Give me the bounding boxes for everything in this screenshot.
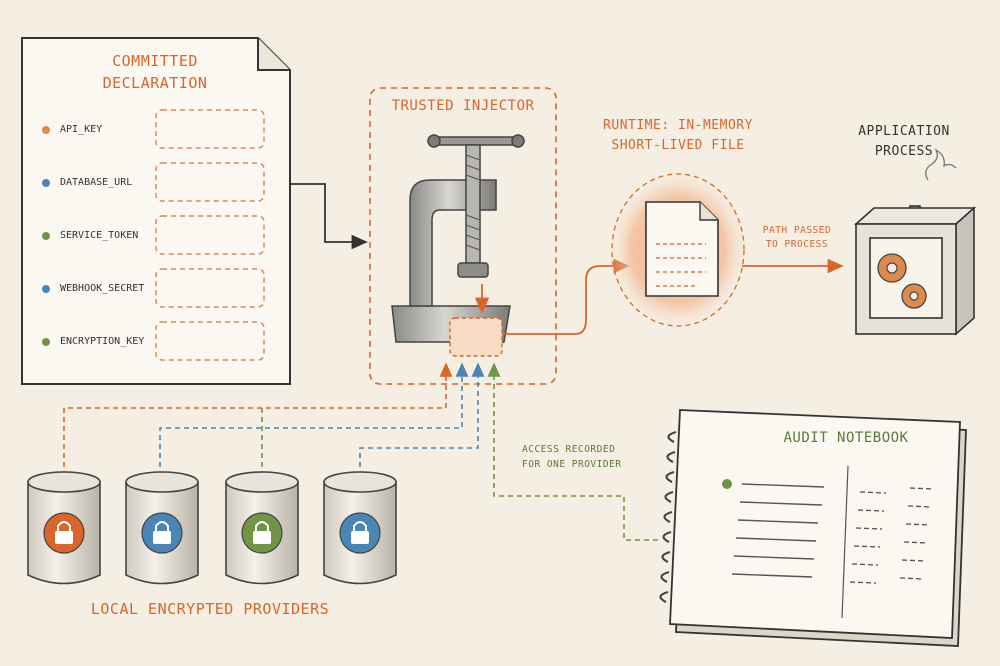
field-api-key: API_KEY (60, 124, 103, 135)
runtime-title-line1: RUNTIME: IN-MEMORY (603, 118, 753, 133)
lock-icon (339, 512, 381, 554)
edge-label-path-line2: TO PROCESS (765, 239, 829, 250)
edge-label-access-line2: FOR ONE PROVIDER (522, 459, 622, 470)
field-database-url: DATABASE_URL (60, 177, 133, 188)
declaration-title-line1: COMMITTED (112, 52, 198, 70)
injector-slot (449, 317, 503, 357)
edge-label-access-line1: ACCESS RECORDED (522, 444, 616, 455)
declaration-title-line2: DECLARATION (102, 74, 208, 92)
press-clamp-icon (391, 134, 525, 343)
edge-declaration-to-injector (290, 183, 368, 250)
runtime-title: RUNTIME: IN-MEMORY SHORT-LIVED FILE (598, 116, 758, 156)
audit-title: AUDIT NOTEBOOK (783, 430, 909, 446)
edge-injector-to-runtime (504, 258, 630, 335)
runtime-title-line2: SHORT-LIVED FILE (611, 138, 745, 153)
providers-label: LOCAL ENCRYPTED PROVIDERS (90, 600, 330, 618)
edge-label-path-line1: PATH PASSED (762, 225, 832, 236)
provider-connectors (57, 362, 658, 541)
field-service-token: SERVICE_TOKEN (60, 230, 139, 241)
field-webhook-secret: WEBHOOK_SECRET (60, 283, 145, 294)
notebook-icon (659, 409, 967, 647)
declaration-field-boxes (155, 109, 265, 361)
runtime-file (606, 168, 750, 332)
lock-icons (43, 512, 381, 554)
lock-icon (241, 512, 283, 554)
lock-icon (141, 512, 183, 554)
declaration-field-dots (42, 126, 50, 346)
declaration-document (21, 37, 291, 385)
process-title-line2: PROCESS (874, 144, 934, 159)
process-title-line1: APPLICATION (858, 124, 950, 139)
process-title: APPLICATION PROCESS (840, 122, 968, 162)
field-encryption-key: ENCRYPTION_KEY (60, 336, 145, 347)
gears-machine-icon (853, 148, 977, 336)
injector-boundary (369, 87, 557, 385)
injector-title: TRUSTED INJECTOR (391, 98, 535, 114)
edge-label-access-recorded: ACCESS RECORDED FOR ONE PROVIDER (522, 442, 650, 472)
lock-icon (43, 512, 85, 554)
declaration-title: COMMITTED DECLARATION (60, 50, 250, 94)
edge-label-path-passed: PATH PASSED TO PROCESS (752, 224, 842, 252)
